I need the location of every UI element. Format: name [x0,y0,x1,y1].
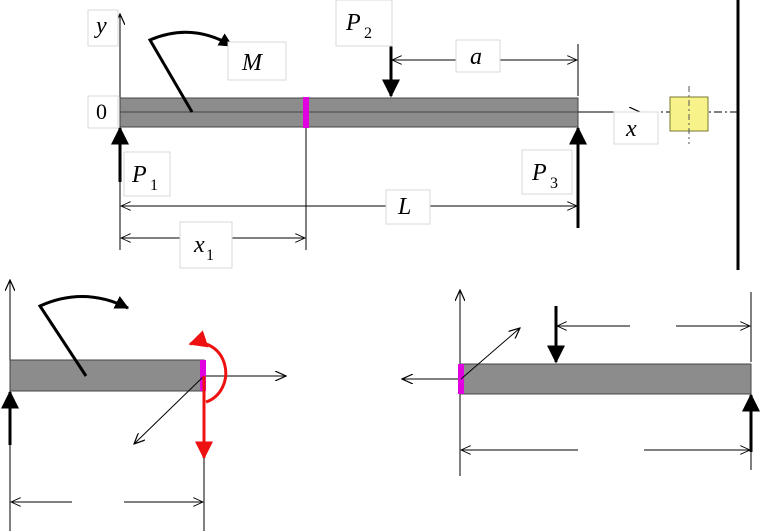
p2-label: P [345,10,361,36]
internal-moment-arc [188,330,228,404]
right-oblique-axis [460,328,520,380]
a-label: a [470,44,482,70]
p3-subscript: 3 [550,175,558,192]
x-axis-label: x [625,116,637,142]
l-label: L [397,194,411,220]
p3-label: P [531,160,547,186]
x1-subscript: 1 [206,247,214,264]
left-moment-arc [37,295,130,377]
origin-label: 0 [96,99,107,124]
x1-label: x [193,232,205,258]
right-segment-fbd [402,290,760,476]
top-beam-diagram: y x 0 M P 2 a P 1 [87,0,740,270]
cut-section-marker [303,97,309,128]
left-segment-fbd [0,280,286,531]
right-beam-segment [459,363,752,395]
p2-subscript: 2 [364,25,372,42]
p1-label: P [131,162,147,188]
left-oblique-axis [134,375,205,444]
moment-label: M [241,50,264,76]
p1-subscript: 1 [150,177,158,194]
moment-arc [147,30,234,113]
left-beam-segment [9,359,205,392]
y-axis-label: y [94,13,107,39]
left-cut-section [200,360,206,391]
